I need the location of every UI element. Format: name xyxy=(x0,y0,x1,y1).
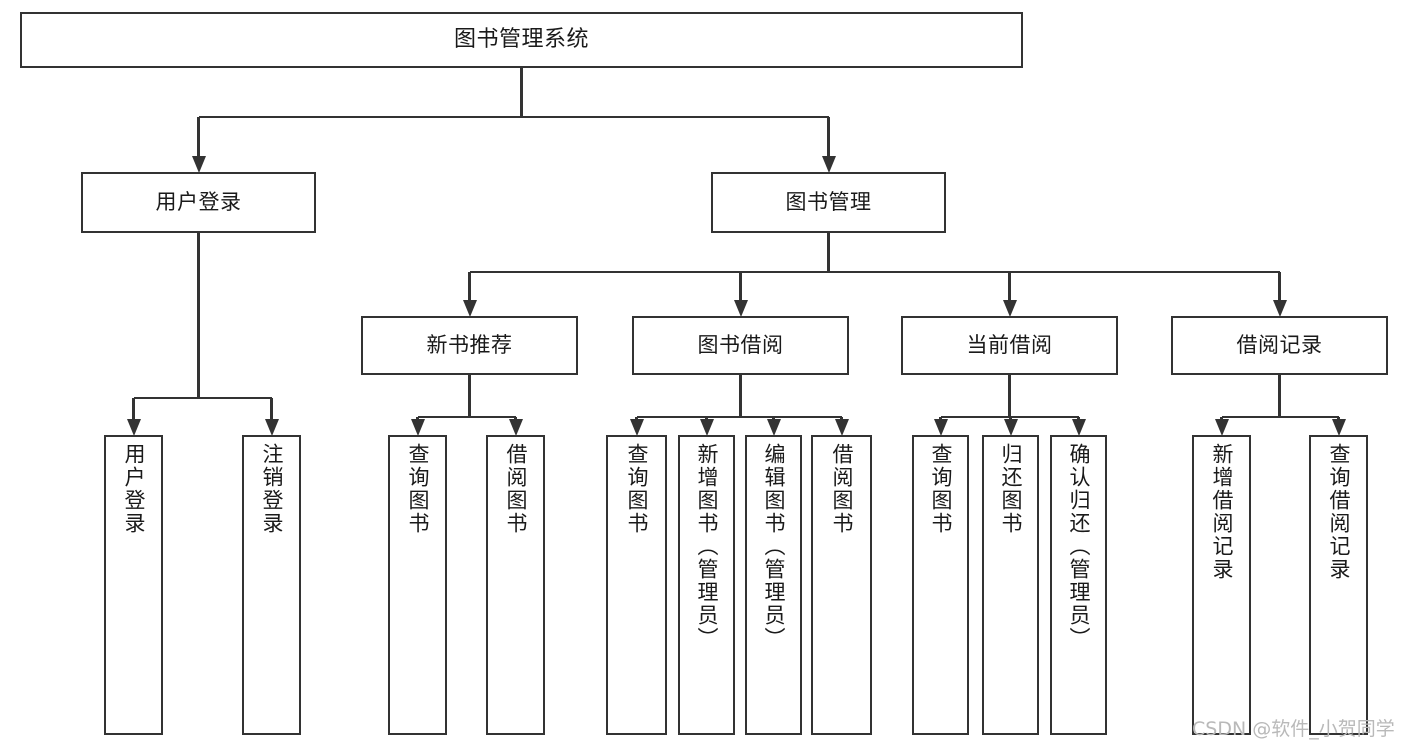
connector-line xyxy=(132,398,135,420)
connector-line xyxy=(133,396,272,400)
connector-line xyxy=(772,417,775,420)
connector-line xyxy=(468,272,471,301)
node-label: 新增借阅记录 xyxy=(1210,443,1235,581)
connector-line xyxy=(417,415,516,419)
connector-line xyxy=(270,398,273,420)
arrow-head-icon xyxy=(126,419,141,436)
node-label: 借阅记录 xyxy=(1236,333,1323,358)
connector-line xyxy=(1221,415,1339,419)
node-label: 借阅图书 xyxy=(830,443,855,535)
node-book-management[interactable]: 图书管理 xyxy=(711,172,946,233)
connector-line xyxy=(1337,417,1340,420)
connector-line xyxy=(198,115,829,119)
node-current-borrowing[interactable]: 当前借阅 xyxy=(901,316,1118,375)
arrow-head-icon xyxy=(1214,419,1229,436)
node-user-login[interactable]: 用户登录 xyxy=(81,172,316,233)
leaf-node[interactable]: 查询借阅记录 xyxy=(1309,435,1368,735)
arrow-head-icon xyxy=(834,419,849,436)
connector-line xyxy=(739,375,742,417)
connector-line xyxy=(635,417,638,420)
node-label: 编辑图书（管理员） xyxy=(762,443,787,650)
node-label: 图书借阅 xyxy=(697,333,784,358)
node-label: 图书管理系统 xyxy=(453,27,589,53)
node-label: 图书管理 xyxy=(785,190,872,215)
node-label: 查询借阅记录 xyxy=(1327,443,1352,581)
arrow-head-icon xyxy=(699,419,714,436)
node-new-book-recommendation[interactable]: 新书推荐 xyxy=(361,316,578,375)
arrow-head-icon xyxy=(462,300,477,317)
connector-line xyxy=(840,417,843,420)
node-label: 注销登录 xyxy=(260,443,285,535)
leaf-node[interactable]: 新增借阅记录 xyxy=(1192,435,1251,735)
connector-line xyxy=(739,272,742,301)
connector-line xyxy=(197,233,200,398)
arrow-head-icon xyxy=(410,419,425,436)
connector-line xyxy=(1077,417,1080,420)
leaf-node[interactable]: 查询图书 xyxy=(912,435,969,735)
connector-line xyxy=(416,417,419,420)
connector-line xyxy=(939,417,942,420)
node-label: 查询图书 xyxy=(625,443,650,535)
arrow-head-icon xyxy=(1071,419,1086,436)
leaf-node[interactable]: 编辑图书（管理员） xyxy=(745,435,802,735)
leaf-node[interactable]: 归还图书 xyxy=(982,435,1039,735)
leaf-node[interactable]: 查询图书 xyxy=(606,435,667,735)
arrow-head-icon xyxy=(766,419,781,436)
arrow-head-icon xyxy=(191,156,206,173)
node-borrow-records[interactable]: 借阅记录 xyxy=(1171,316,1388,375)
arrow-head-icon xyxy=(264,419,279,436)
node-label: 用户登录 xyxy=(155,190,242,215)
connector-line xyxy=(197,117,200,157)
node-label: 借阅图书 xyxy=(504,443,529,535)
arrow-head-icon xyxy=(1002,300,1017,317)
leaf-node[interactable]: 用户登录 xyxy=(104,435,163,735)
leaf-node[interactable]: 确认归还（管理员） xyxy=(1050,435,1107,735)
connector-line xyxy=(514,417,517,420)
node-label: 查询图书 xyxy=(406,443,431,535)
leaf-node[interactable]: 借阅图书 xyxy=(811,435,872,735)
node-root-book-management-system[interactable]: 图书管理系统 xyxy=(20,12,1023,68)
connector-line xyxy=(469,270,1280,274)
arrow-head-icon xyxy=(1331,419,1346,436)
watermark-text: CSDN @软件_小贺同学 xyxy=(1192,718,1395,740)
node-label: 确认归还（管理员） xyxy=(1067,443,1092,650)
connector-line xyxy=(705,417,708,420)
connector-line xyxy=(827,117,830,157)
leaf-node[interactable]: 查询图书 xyxy=(388,435,447,735)
node-label: 新增图书（管理员） xyxy=(695,443,720,650)
connector-line xyxy=(1008,272,1011,301)
connector-line xyxy=(1278,272,1281,301)
node-book-borrowing[interactable]: 图书借阅 xyxy=(632,316,849,375)
arrow-head-icon xyxy=(1003,419,1018,436)
connector-line xyxy=(827,233,830,272)
arrow-head-icon xyxy=(933,419,948,436)
connector-line xyxy=(1220,417,1223,420)
connector-line xyxy=(468,375,471,417)
connector-line xyxy=(1008,375,1011,417)
node-label: 当前借阅 xyxy=(966,333,1053,358)
arrow-head-icon xyxy=(1272,300,1287,317)
leaf-node[interactable]: 借阅图书 xyxy=(486,435,545,735)
node-label: 新书推荐 xyxy=(426,333,513,358)
connector-line xyxy=(520,68,523,117)
node-label: 归还图书 xyxy=(999,443,1024,535)
connector-line xyxy=(636,415,842,419)
node-label: 用户登录 xyxy=(122,443,147,535)
arrow-head-icon xyxy=(733,300,748,317)
node-label: 查询图书 xyxy=(929,443,954,535)
leaf-node[interactable]: 新增图书（管理员） xyxy=(678,435,735,735)
connector-line xyxy=(1009,417,1012,420)
arrow-head-icon xyxy=(629,419,644,436)
arrow-head-icon xyxy=(508,419,523,436)
leaf-node[interactable]: 注销登录 xyxy=(242,435,301,735)
connector-line xyxy=(1278,375,1281,417)
arrow-head-icon xyxy=(821,156,836,173)
